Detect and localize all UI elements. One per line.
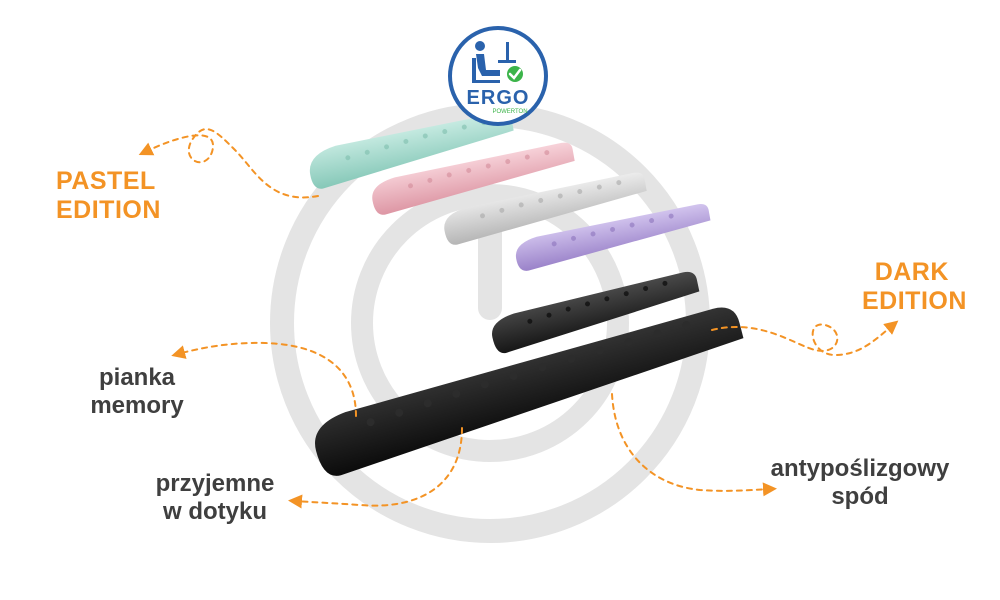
label-dark-edition: DARK EDITION [862, 258, 967, 315]
label-pastel-edition: PASTEL EDITION [56, 167, 161, 224]
logo-brand: ERGO [467, 87, 530, 109]
label-memory-foam: pianka memory [90, 364, 184, 419]
pad-black-large [315, 307, 744, 476]
arrow-dark [711, 320, 899, 357]
pad-lavender [515, 204, 711, 271]
label-pleasant-touch: przyjemne w dotyku [155, 470, 275, 525]
ergonomic-chair-icon [472, 41, 516, 83]
ergo-powerton-logo: ERGO POWERTON [448, 26, 548, 126]
label-anti-slip: antypoślizgowy spód [770, 455, 950, 510]
pad-light-gray [444, 172, 647, 245]
arrow-touch [288, 427, 463, 509]
pad-pink [372, 142, 575, 215]
arrow-antislip [611, 393, 777, 497]
logo-sub: POWERTON [492, 109, 527, 115]
pad-black-small [492, 271, 700, 354]
arrow-pastel [138, 128, 319, 199]
arrow-memory [171, 341, 357, 417]
